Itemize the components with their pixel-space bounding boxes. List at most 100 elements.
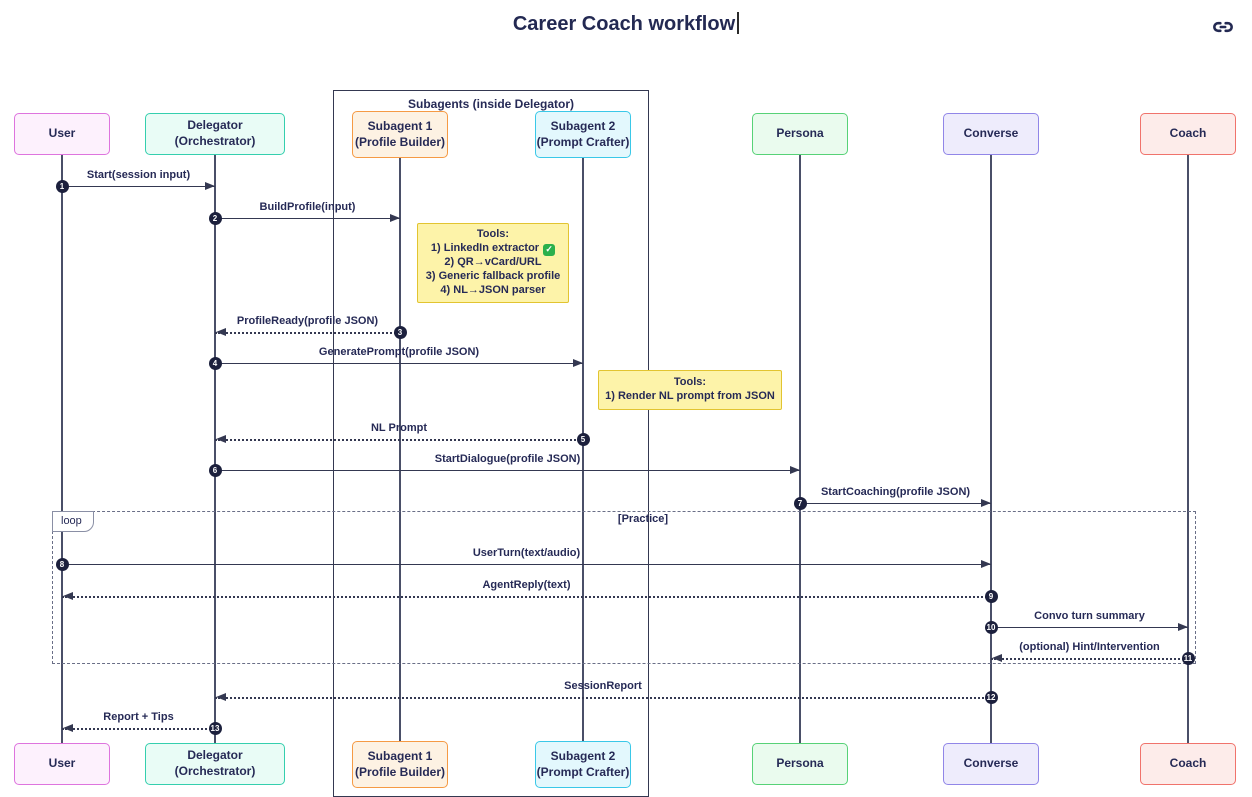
actor-label: (Prompt Crafter) [536,134,630,149]
message-number-badge: 5 [576,433,590,446]
actor-label: Subagent 2 [550,118,616,133]
actor-label: User [48,126,76,141]
header: Career Coach workflow [0,0,1252,36]
arrowhead [205,181,215,190]
message-label: StartCoaching(profile JSON) [820,486,971,498]
actor-sub1: Subagent 1(Profile Builder) [352,111,448,158]
message-label: SessionReport [564,680,642,692]
message-number-badge: 10 [984,621,998,634]
actor-label: Delegator (Orchestrator) [174,118,256,148]
message-line [215,439,583,441]
actor-converse: Converse [943,113,1039,155]
actor-label: Subagent 1 [367,118,433,133]
message-line [62,596,991,598]
note-box: Tools:1) Render NL prompt from JSON [598,370,782,410]
message-line [62,186,215,187]
message-number-badge: 6 [208,464,222,477]
note-line: 2) QR→vCard/URL [444,256,542,269]
message-number-badge: 8 [55,558,69,571]
lifeline-coach [1187,155,1189,743]
lifeline-sub1 [399,155,401,743]
lifeline-user [61,155,63,743]
actor-label: Persona [776,126,824,141]
actor-label: Converse [963,126,1019,141]
lifeline-converse [990,155,992,743]
actor-label: Delegator (Orchestrator) [174,748,256,778]
message-label: NL Prompt [370,422,428,434]
message-label: Report + Tips [103,711,174,723]
message-number-badge: 9 [984,590,998,603]
message-number-badge: 3 [393,326,407,339]
actor-label: Coach [1169,756,1207,771]
arrowhead [992,653,1002,662]
lifeline-delegator [214,155,216,743]
actor-label: (Profile Builder) [354,764,445,779]
message-label: StartDialogue(profile JSON) [434,453,581,465]
arrowhead [573,358,583,367]
arrowhead [63,591,73,600]
actor-delegator: Delegator (Orchestrator) [145,113,285,155]
message-line [991,658,1188,660]
actor-sub2: Subagent 2(Prompt Crafter) [535,741,631,788]
message-label: GeneratePrompt(profile JSON) [318,346,480,358]
note-box: Tools:1) LinkedIn extractor✓2) QR→vCard/… [417,223,569,303]
subagents-container-label: Subagents (inside Delegator) [407,97,575,111]
actor-persona: Persona [752,743,848,785]
actor-label: Persona [776,756,824,771]
actor-coach: Coach [1140,743,1236,785]
message-line [215,218,400,219]
link-icon [1213,21,1233,33]
lifeline-sub2 [582,155,584,743]
loop-label: loop [52,511,94,532]
actor-user: User [14,113,110,155]
arrowhead [216,434,226,443]
arrowhead [216,327,226,336]
check-icon: ✓ [543,243,556,256]
actor-label: Coach [1169,126,1207,141]
actor-sub1: Subagent 1(Profile Builder) [352,741,448,788]
text-cursor [737,12,740,34]
loop-condition: [Practice] [617,513,669,525]
message-line [215,363,583,364]
actor-label: Subagent 1 [367,748,433,763]
message-number-badge: 1 [55,180,69,193]
arrowhead [981,559,991,568]
arrowhead [63,723,73,732]
diagram-title[interactable]: Career Coach workflow [512,12,740,36]
actor-label: Subagent 2 [550,748,616,763]
message-number-badge: 11 [1181,652,1195,665]
note-line: Tools: [476,228,510,241]
message-label: BuildProfile(input) [259,201,356,213]
arrowhead [216,692,226,701]
actor-sub2: Subagent 2(Prompt Crafter) [535,111,631,158]
arrowhead [390,213,400,222]
message-line [215,470,800,471]
note-line: 1) LinkedIn extractor✓ [431,242,556,256]
message-label: Start(session input) [86,169,191,181]
message-number-badge: 13 [208,722,222,735]
message-line [800,503,991,504]
loop-frame [52,511,1196,664]
actor-delegator: Delegator (Orchestrator) [145,743,285,785]
arrowhead [790,465,800,474]
message-label: Convo turn summary [1034,610,1145,622]
actor-label: User [48,756,76,771]
message-number-badge: 2 [208,212,222,225]
message-line [62,728,215,730]
actor-coach: Coach [1140,113,1236,155]
message-number-badge: 7 [793,497,807,510]
title-text: Career Coach workflow [512,13,736,35]
message-number-badge: 4 [208,357,222,370]
note-line: 1) Render NL prompt from JSON [605,390,775,402]
message-label: UserTurn(text/audio) [472,547,581,559]
note-line: 3) Generic fallback profile [425,269,561,282]
message-label: AgentReply(text) [482,579,571,591]
lifeline-persona [799,155,801,743]
actor-label: Converse [963,756,1019,771]
link-button[interactable] [1206,10,1240,47]
message-label: ProfileReady(profile JSON) [236,315,379,327]
message-number-badge: 12 [984,691,998,704]
message-line [215,697,991,699]
